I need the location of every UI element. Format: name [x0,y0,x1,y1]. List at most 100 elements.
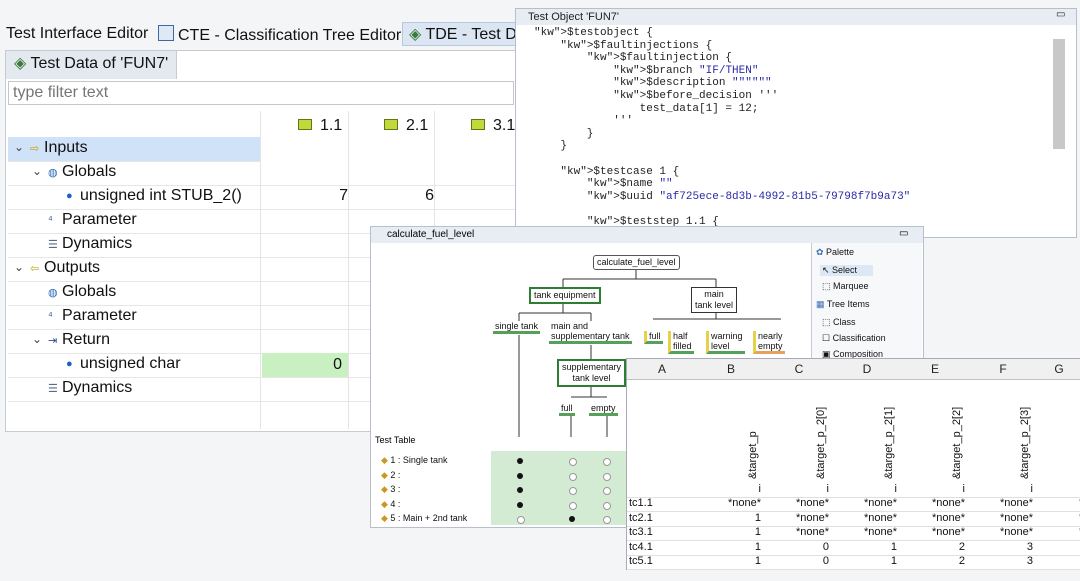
expand-twisty-icon[interactable]: ⌄ [14,260,25,274]
sheet-cell[interactable]: *none* [863,526,897,538]
sheet-cell[interactable]: 1 [890,555,897,567]
sheet-field-header[interactable]: &target_p_2[2] [951,406,963,479]
test-table-row[interactable]: ◆ 2 : [381,470,400,481]
sheet-cell[interactable]: *none* [863,511,897,524]
palette-composition[interactable]: ▣ Composition [822,349,883,360]
sheet-cell[interactable]: *none* [999,511,1033,524]
sheet-column-header[interactable]: A [627,359,698,380]
sheet-cell[interactable]: *none* [931,526,965,538]
tree-row[interactable]: ⌄◍Globals [8,161,520,186]
palette-tree-items[interactable]: ▦ Tree Items [816,299,870,310]
class-main-and-supplementary[interactable]: main and supplementary tank [549,321,632,344]
value-cell[interactable]: 6 [425,187,434,204]
tab-test-interface-editor[interactable]: Test Interface Editor [6,25,149,42]
sheet-cell[interactable]: 1 [754,511,761,524]
sheet-cell[interactable]: *r [1039,512,1080,524]
expand-twisty-icon[interactable]: ⌄ [32,164,43,178]
unselected-marker[interactable] [569,501,577,510]
palette-marquee[interactable]: ⬚ Marquee [822,281,869,292]
test-table-row[interactable]: ◆ 1 : Single tank [381,455,447,466]
classification-main-tank-level[interactable]: main tank level [691,287,738,313]
sheet-cell[interactable]: 1 [754,526,761,538]
sheet-field-header[interactable]: &target_p [747,431,759,479]
value-cell[interactable]: 7 [339,187,348,204]
sheet-cell[interactable]: 0 [822,540,829,553]
sheet-row-id[interactable]: tc3.1 [629,526,653,538]
sheet-column-header[interactable]: C [765,359,834,380]
maximize-icon[interactable]: ▭ [1056,9,1066,20]
sheet-cell[interactable]: 2 [958,540,965,553]
unselected-marker[interactable] [603,472,611,481]
tree-row[interactable]: ☰Dynamics [8,377,520,402]
test-table-row[interactable]: ◆ 4 : [381,499,400,510]
scrollbar[interactable] [1053,39,1065,149]
sheet-column-header[interactable]: F [969,359,1038,380]
column-header-3-1[interactable]: 3.1 [471,117,515,135]
sheet-cell[interactable]: *none* [727,497,761,509]
sheet-field-header[interactable]: &target_p_2[0] [815,406,827,479]
composition-supplementary-tank-level[interactable]: supplementary tank level [557,359,627,387]
column-header-1-1[interactable]: 1.1 [298,117,342,135]
sheet-cell[interactable]: *none* [795,526,829,538]
sheet-cell[interactable]: *none* [863,497,897,509]
class-full[interactable]: full [644,331,663,344]
test-table-row[interactable]: ◆ 5 : Main + 2nd tank [381,513,467,524]
cte-title[interactable]: calculate_fuel_level [387,229,475,240]
selected-marker[interactable] [517,501,523,508]
tree-row[interactable]: ⌄⇦Outputs [8,257,520,282]
selected-marker[interactable] [517,487,523,493]
sheet-field-header[interactable]: &target_p_2[3] [1019,406,1031,479]
sheet-column-header[interactable]: D [833,359,902,380]
editor-title[interactable]: Test Object 'FUN7' [528,11,620,23]
tree-row[interactable]: ☰Dynamics [8,233,520,258]
test-table-row[interactable]: ◆ 3 : [381,484,400,495]
sheet-cell[interactable]: 1 [754,555,761,567]
column-header-2-1[interactable]: 2.1 [384,117,428,135]
class-empty[interactable]: empty [589,403,618,416]
value-cell[interactable]: 0 [262,353,348,377]
sheet-cell[interactable]: *none* [931,511,965,524]
tree-row[interactable]: ●unsigned int STUB_2()76( [8,185,520,210]
sheet-field-header[interactable]: &target_p_2[1] [883,406,895,479]
sheet-row-id[interactable]: tc1.1 [629,497,653,509]
maximize-icon[interactable]: ▭ [899,228,909,239]
sheet-cell[interactable]: *none* [795,497,829,509]
tab-cte-editor[interactable]: CTE - Classification Tree Editor [158,25,401,45]
unselected-marker[interactable] [603,458,611,466]
sheet-column-header[interactable]: G [1037,359,1080,380]
selected-marker[interactable] [517,472,523,479]
composition-tank-equipment[interactable]: tank equipment [529,287,601,304]
tree-row[interactable]: ◍Globals [8,281,520,306]
palette-select[interactable]: ↖ Select [820,265,874,276]
expand-twisty-icon[interactable]: ⌄ [14,140,25,154]
root-node[interactable]: calculate_fuel_level [593,255,680,270]
unselected-marker[interactable] [569,472,577,481]
sheet-row-id[interactable]: tc5.1 [629,555,653,567]
selected-marker[interactable] [517,458,523,464]
sheet-cell[interactable]: *r [1039,497,1080,509]
value-cell[interactable]: ( [440,187,520,205]
sheet-cell[interactable]: 2 [958,555,965,567]
class-nearly-empty[interactable]: nearly empty [753,331,785,354]
filter-input[interactable] [8,81,514,105]
sheet-cell[interactable]: 1 [890,540,897,553]
sheet-cell[interactable]: *none* [999,526,1033,538]
sheet-cell[interactable]: 3 [1026,540,1033,553]
sheet-row-id[interactable]: tc2.1 [629,511,653,524]
sheet-cell[interactable]: *r [1039,526,1080,538]
type-cell[interactable]: i [1039,483,1080,495]
tab-tde[interactable]: ◈ TDE - Test Da [402,22,533,46]
type-cell[interactable]: i [1030,483,1033,495]
sheet-cell[interactable]: *none* [795,511,829,524]
sheet-column-header[interactable]: B [697,359,766,380]
unselected-marker[interactable] [603,501,611,510]
sheet-row-id[interactable]: tc4.1 [629,540,653,553]
selected-marker[interactable] [569,516,575,522]
unselected-marker[interactable] [517,516,525,524]
unselected-marker[interactable] [603,516,611,524]
class-single-tank[interactable]: single tank [493,321,541,334]
class-warning-level[interactable]: warning level [706,331,745,354]
sheet-column-header[interactable]: E [901,359,970,380]
